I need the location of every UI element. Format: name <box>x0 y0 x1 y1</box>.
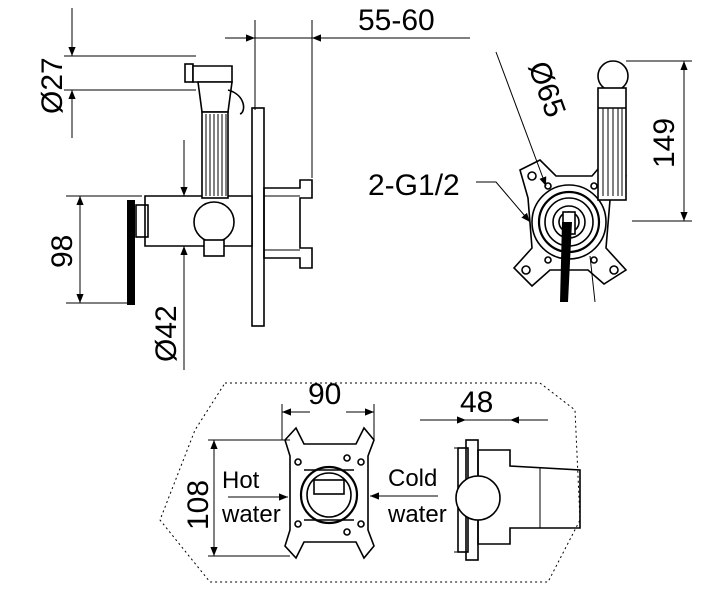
dim-body-diameter: Ø42 <box>150 305 183 362</box>
dim-handset-height: 149 <box>648 118 681 168</box>
dim-hose-diameter: Ø27 <box>36 57 69 114</box>
label-cold-water: water <box>387 501 447 528</box>
dim-box-height: 108 <box>182 480 215 530</box>
label-cold: Cold <box>388 465 437 492</box>
lever-handle <box>127 200 135 305</box>
bottom-view: 90 48 108 Hot water Cold water <box>159 378 581 583</box>
dim-side-width: 55-60 <box>358 4 435 37</box>
side-view: 55-60 Ø27 98 Ø42 <box>36 4 470 370</box>
dim-thread: 2-G1/2 <box>368 169 460 202</box>
label-hot: Hot <box>222 467 260 494</box>
front-view: Ø65 149 2-G1/2 <box>368 51 692 303</box>
label-hot-water: water <box>221 501 281 528</box>
dim-plate-diameter: Ø65 <box>521 57 571 122</box>
dim-box-depth: 48 <box>460 386 493 419</box>
handset-grip-lines <box>205 114 227 196</box>
bottom-outline <box>159 382 581 583</box>
dim-box-width: 90 <box>308 378 341 411</box>
dim-body-height: 98 <box>46 235 79 268</box>
handset-front-grip-lines <box>602 108 623 196</box>
